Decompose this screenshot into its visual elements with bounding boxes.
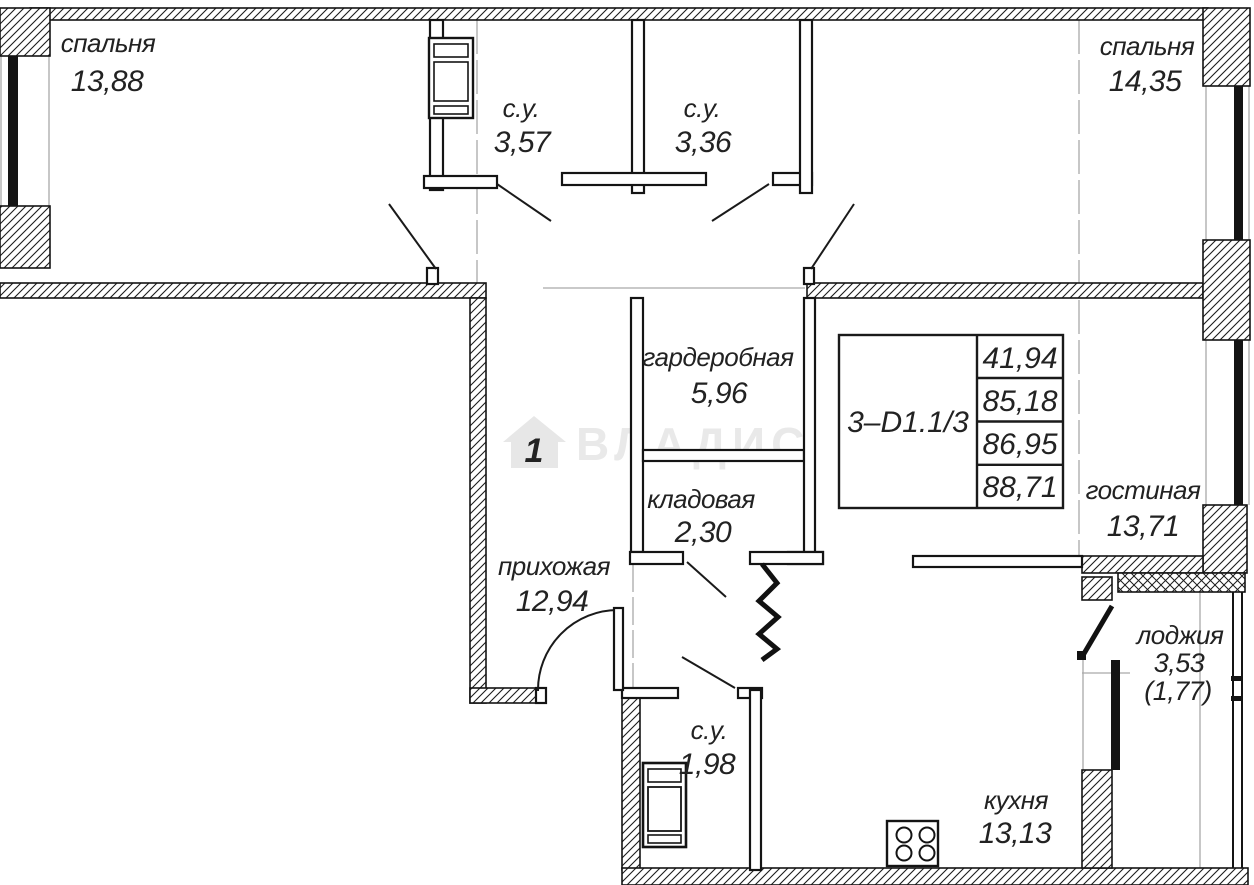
wall-pantry-bottom-left	[628, 550, 685, 566]
door-hinge-loggia	[1077, 651, 1086, 660]
info-table: 3–D1.1/3 41,94 85,18 86,95 88,71	[837, 333, 1065, 510]
door-leaf-bath1	[496, 183, 552, 222]
zigzag-open-boundary	[755, 562, 782, 663]
window-pier-top-right	[1202, 7, 1251, 87]
wall-baths-bottom-mid	[560, 171, 708, 187]
window-bedroom2	[1234, 86, 1243, 240]
wall-bedroom2-bottom	[806, 282, 1204, 299]
loggia-parapet-crosshatch	[1117, 572, 1246, 593]
window-pier-right-low	[1202, 504, 1248, 574]
house-icon	[503, 416, 566, 468]
area-loggia: 3,53	[1154, 648, 1205, 678]
house-icon-number: 1	[525, 432, 544, 470]
wall-bedroom1-bottom	[0, 282, 487, 299]
wall-bath2-right	[798, 18, 814, 195]
area-bedroom-2: 14,35	[1109, 65, 1182, 98]
door-leaf-bedroom2	[810, 203, 855, 270]
fixtures	[427, 36, 940, 868]
area-bedroom-1: 13,88	[71, 65, 144, 98]
label-bathroom-2: с.у.	[684, 93, 721, 123]
wall-hallway-bottom	[469, 687, 546, 704]
area-value-4: 88,71	[982, 471, 1057, 504]
washer-fixture-bath3	[641, 761, 688, 849]
label-loggia: лоджия	[1135, 620, 1224, 650]
area-value-1: 41,94	[982, 342, 1057, 375]
jamb-bedroom2-door	[802, 266, 816, 286]
loggia-glazing-tick-1	[1231, 676, 1243, 681]
loggia-glazing	[1232, 592, 1243, 868]
window-pier-left-lower	[0, 205, 51, 269]
wall-wardrobe-left	[629, 296, 645, 554]
label-bedroom-1: спальня	[61, 28, 156, 58]
wall-living-loggia	[1081, 555, 1204, 574]
area-living-room: 13,71	[1107, 510, 1180, 543]
area-value-2: 85,18	[982, 385, 1057, 418]
window-kitchen-loggia	[1111, 660, 1120, 770]
doors	[388, 183, 855, 692]
wall-pantry-bottom-right	[748, 550, 825, 566]
projection-lines	[0, 20, 1250, 868]
area-bathroom-1: 3,57	[494, 126, 552, 159]
window-living	[1234, 340, 1243, 505]
window-pier-top-left	[0, 7, 51, 57]
window-pier-right-mid	[1202, 239, 1251, 341]
door-arc-entry	[536, 609, 619, 692]
wall-bath1-bottom-left	[422, 174, 499, 190]
wall-kitchen-loggia-top	[1081, 576, 1113, 601]
room-labels: спальня 13,88 с.у. 3,57 с.у. 3,36 спальн…	[61, 28, 1225, 850]
jamb-bedroom1-door	[425, 266, 440, 286]
label-bedroom-2: спальня	[1100, 31, 1195, 61]
jamb-entry-door	[534, 686, 548, 705]
window-bedroom1	[8, 56, 18, 206]
boiler-fixture-bath1	[427, 36, 475, 120]
wall-wardrobe-pantry	[641, 448, 806, 463]
wall-bath1-bath2	[630, 18, 646, 195]
area-value-3: 86,95	[982, 428, 1057, 461]
label-kitchen: кухня	[984, 785, 1049, 815]
door-leaf-bath2	[711, 183, 770, 222]
windows	[8, 56, 1243, 770]
wall-bath3-right	[748, 688, 763, 872]
area-pantry: 2,30	[674, 516, 732, 549]
door-leaf-pantry	[686, 561, 727, 598]
wall-kitchen-loggia-low	[1081, 769, 1113, 869]
wall-living-bottom	[911, 554, 1084, 569]
watermark-brand: ВЛАДИС	[576, 418, 810, 470]
label-pantry: кладовая	[647, 484, 755, 514]
label-wardrobe: гардеробная	[643, 342, 795, 372]
wall-bath3-top-left	[620, 686, 680, 700]
area-bathroom-2: 3,36	[675, 126, 732, 159]
area-hallway: 12,94	[516, 585, 589, 618]
wall-wardrobe-right	[802, 296, 817, 558]
area-wardrobe: 5,96	[691, 377, 748, 410]
loggia-glazing-tick-2	[1231, 696, 1243, 701]
label-bathroom-1: с.у.	[503, 93, 540, 123]
area-kitchen: 13,13	[979, 817, 1052, 850]
door-leaf-loggia	[1079, 604, 1115, 659]
door-leaf-bath3	[681, 656, 736, 689]
door-leaf-bedroom1	[388, 203, 437, 270]
wall-bath3-left-outer	[621, 697, 641, 871]
label-bathroom-3: с.у.	[691, 715, 728, 745]
outer-walls	[0, 7, 1251, 885]
wall-top	[29, 7, 1209, 21]
label-hallway: прихожая	[498, 551, 611, 581]
area-bathroom-3: 1,98	[679, 748, 736, 781]
stove-icon	[885, 819, 940, 868]
wall-bottom	[621, 867, 1249, 885]
label-living-room: гостиная	[1086, 475, 1201, 505]
wall-hallway-left	[469, 297, 487, 704]
area-loggia-secondary: (1,77)	[1144, 676, 1212, 706]
unit-code: 3–D1.1/3	[847, 406, 969, 439]
door-leaf-entry	[612, 606, 625, 692]
